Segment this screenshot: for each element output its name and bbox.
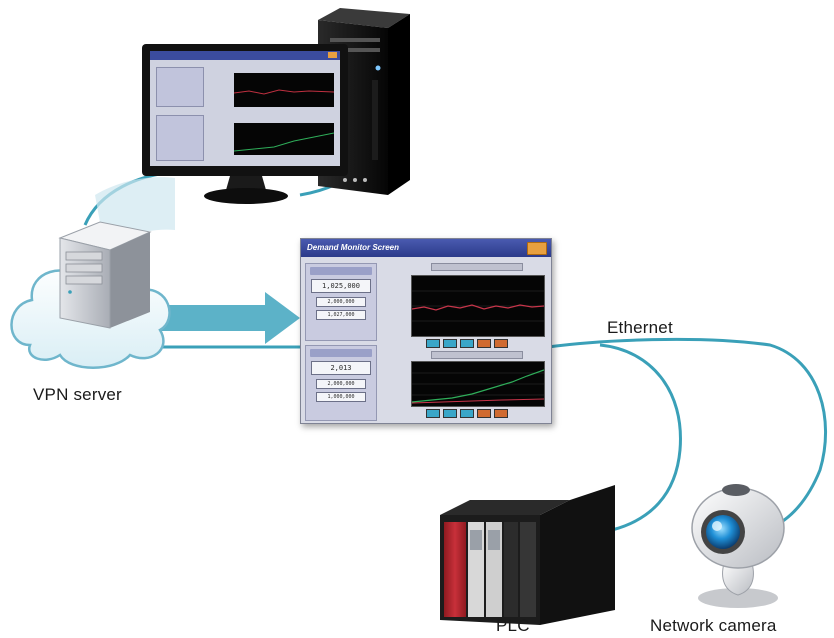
panel-top-header <box>310 267 372 275</box>
readout-4: 2,013 <box>311 361 371 375</box>
vpn-server-label: VPN server <box>33 385 122 404</box>
graph-top <box>411 275 545 337</box>
legend-button-8[interactable] <box>460 409 474 418</box>
readout-2: 2,000,000 <box>316 297 366 307</box>
panel-bottom-header <box>310 349 372 357</box>
network-camera-label: Network camera <box>650 616 777 635</box>
monitor-graph-top <box>233 73 335 107</box>
monitor-stand <box>204 176 288 204</box>
plc-icon <box>440 485 615 625</box>
close-button[interactable] <box>527 242 547 255</box>
legend-button-3[interactable] <box>460 339 474 348</box>
monitor-panel-top <box>156 67 204 107</box>
readout-3: 1,027,000 <box>316 310 366 320</box>
window-title: Demand Monitor Screen <box>307 243 400 252</box>
readout-6: 1,000,000 <box>316 392 366 402</box>
legend-button-9[interactable] <box>477 409 491 418</box>
plc-label: PLC <box>496 616 530 635</box>
cable-to-plc <box>599 343 682 532</box>
legend-button-5[interactable] <box>494 339 508 348</box>
legend-button-10[interactable] <box>494 409 508 418</box>
legend-button-7[interactable] <box>443 409 457 418</box>
graph-bottom <box>411 361 545 407</box>
legend-button-1[interactable] <box>426 339 440 348</box>
panel-bottom: 2,013 2,000,000 1,000,000 <box>305 345 377 421</box>
graph-bottom-buttons <box>426 409 508 418</box>
demand-monitor-window: Demand Monitor Screen 1,025,000 2,000,00… <box>300 238 552 424</box>
monitor-graph-bottom <box>233 123 335 155</box>
legend-button-6[interactable] <box>426 409 440 418</box>
monitor-close-icon <box>328 52 337 58</box>
legend-button-4[interactable] <box>477 339 491 348</box>
monitor-screen <box>150 51 340 166</box>
readout-1: 1,025,000 <box>311 279 371 293</box>
monitor-panel-bottom <box>156 115 204 161</box>
window-titlebar: Demand Monitor Screen <box>301 239 551 257</box>
graph-bottom-header <box>431 351 523 359</box>
panel-top: 1,025,000 2,000,000 1,027,000 <box>305 263 377 341</box>
graph-top-header <box>431 263 523 271</box>
readout-5: 2,000,000 <box>316 379 366 389</box>
vpn-server-icon <box>58 221 152 329</box>
monitor-titlebar <box>150 51 340 60</box>
legend-button-2[interactable] <box>443 339 457 348</box>
cable-ethernet <box>547 337 828 530</box>
ethernet-label: Ethernet <box>607 318 673 337</box>
graph-top-buttons <box>426 339 508 348</box>
network-camera-icon <box>691 484 785 608</box>
